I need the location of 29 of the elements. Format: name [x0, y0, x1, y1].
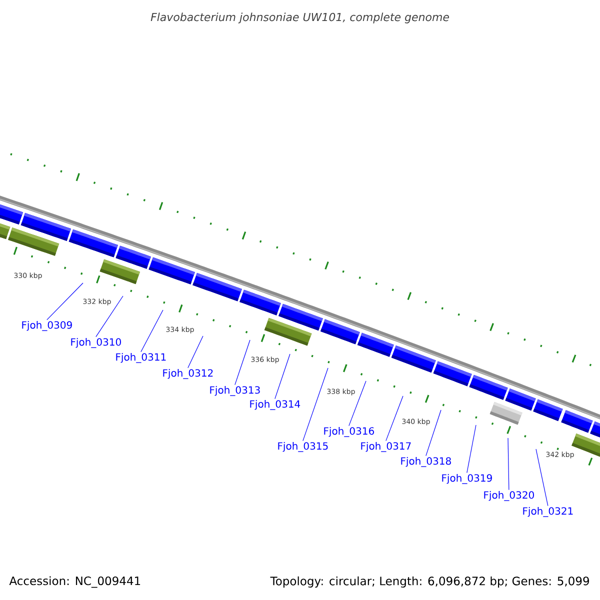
- gene-label: Fjoh_0321: [523, 507, 573, 517]
- gene-label: Fjoh_0319: [442, 474, 492, 484]
- leader-line: [188, 336, 204, 368]
- leader-line: [508, 438, 510, 490]
- gene-label: Fjoh_0311: [116, 353, 166, 363]
- gene-label: Fjoh_0317: [361, 442, 411, 452]
- leader-line: [348, 380, 366, 426]
- leader-line: [140, 310, 164, 352]
- gene-label: Fjoh_0313: [210, 386, 260, 396]
- leader-line: [302, 368, 328, 442]
- gene-label: Fjoh_0314: [250, 400, 300, 410]
- leader-line: [536, 448, 548, 506]
- leader-line: [426, 410, 442, 456]
- gene-label: Fjoh_0320: [484, 491, 534, 501]
- leader-line: [96, 296, 124, 338]
- title: Flavobacterium johnsoniae UW101, complete genome: [150, 12, 449, 24]
- gene-label: Fjoh_0312: [163, 369, 213, 379]
- accession-text: Accession: NC_009441: [8, 575, 142, 589]
- gene-label: Fjoh_0316: [324, 427, 374, 437]
- gene-label: Fjoh_0310: [71, 338, 121, 348]
- gene-label: Fjoh_0318: [401, 457, 451, 467]
- genome-info-text: Topology: circular; Length: 6,096,872 bp; Genes: 5,099: [269, 575, 591, 589]
- leader-line: [466, 424, 476, 474]
- leader-line: [46, 282, 84, 320]
- gene-label: Fjoh_0309: [22, 321, 72, 331]
- leader-line: [274, 354, 290, 400]
- leader-line: [234, 340, 250, 386]
- gene-label: Fjoh_0315: [278, 442, 328, 452]
- leader-line: [386, 396, 404, 442]
